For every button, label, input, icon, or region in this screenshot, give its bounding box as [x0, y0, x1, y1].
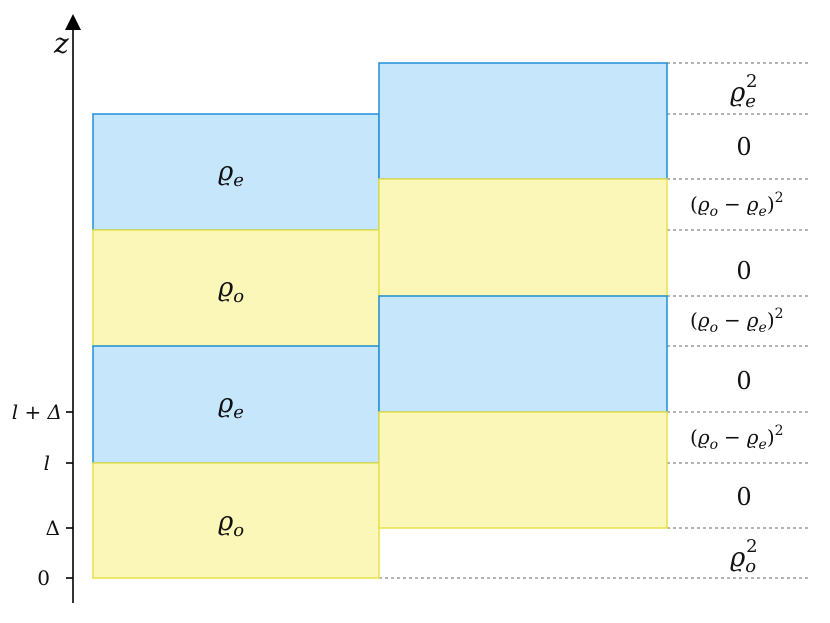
left-layer-e-lower: [92, 345, 380, 464]
tick-label-l-plus-delta: l + Δ: [12, 400, 62, 424]
product-top: ϱe2: [730, 71, 757, 112]
z-axis-label: z: [53, 27, 69, 60]
tick-label-zero: 0: [37, 566, 50, 590]
product-diff-3: (ϱo−ϱe)2: [690, 423, 784, 453]
right-layer-o-bottom: [378, 411, 668, 529]
left-labels: ϱe ϱo ϱe ϱo: [218, 157, 244, 541]
z-axis: z: [53, 14, 81, 603]
product-bottom: ϱo2: [730, 536, 758, 577]
product-zero-4: 0: [736, 483, 751, 511]
left-label-1: ϱe: [218, 157, 244, 191]
product-zero-2: 0: [736, 257, 751, 285]
tick-label-delta: Δ: [46, 516, 60, 540]
left-column: [92, 113, 380, 579]
product-zero-3: 0: [736, 367, 751, 395]
left-layer-o-upper: [92, 229, 380, 347]
axis-ticks: [66, 411, 73, 579]
left-layer-o-bottom: [92, 462, 380, 579]
left-label-2: ϱo: [218, 273, 244, 307]
left-label-3: ϱe: [218, 389, 244, 423]
product-labels: ϱe2 0 (ϱo−ϱe)2 0 (ϱo−ϱe)2 0 (ϱo−ϱe)2 0 ϱ…: [690, 71, 784, 577]
left-layer-e-top: [92, 113, 380, 231]
axis-tick-labels: l + Δ l Δ 0: [12, 400, 62, 590]
tick-label-l: l: [44, 451, 50, 475]
product-diff-1: (ϱo−ϱe)2: [690, 190, 784, 220]
product-diff-2: (ϱo−ϱe)2: [690, 306, 784, 336]
right-column: [378, 62, 668, 529]
right-layer-o-upper: [378, 178, 668, 297]
left-label-4: ϱo: [218, 507, 244, 541]
product-zero-1: 0: [736, 133, 751, 161]
right-layer-e-top: [378, 62, 668, 180]
right-layer-e-lower: [378, 295, 668, 413]
